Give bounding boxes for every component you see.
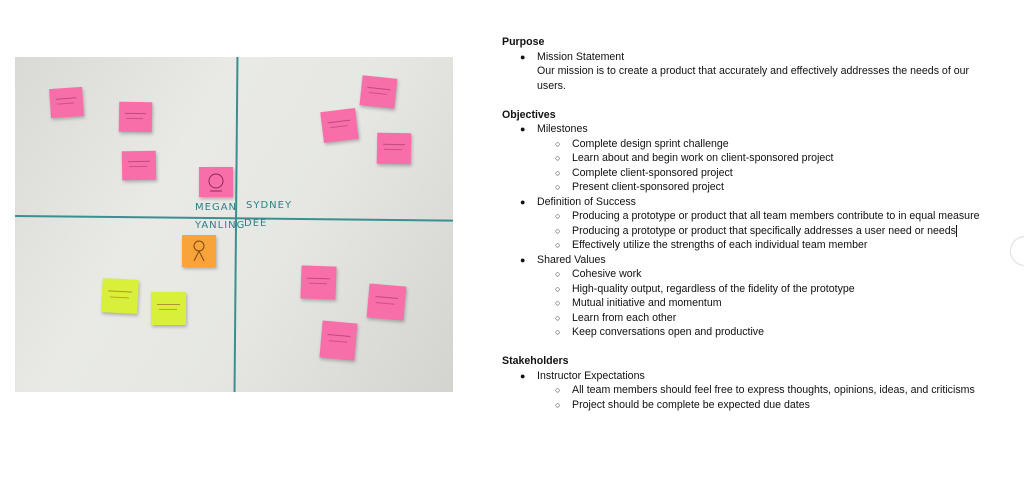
sub-list-item: ○ Complete client-sponsored project	[502, 166, 982, 181]
circle-bullet-icon: ○	[555, 385, 561, 395]
sub-list-item: ○ Cohesive work	[502, 267, 982, 282]
board-name-sydney: SYDNEY	[246, 200, 293, 211]
mission-statement-text: Our mission is to create a product that …	[537, 65, 970, 92]
sub-item-text: All team members should feel free to exp…	[572, 384, 975, 396]
section-title: Objectives	[502, 108, 556, 121]
sub-list-item: ○ Keep conversations open and productive	[502, 325, 982, 340]
sub-list-item: ○ Present client-sponsored project	[502, 180, 982, 195]
sub-item-text: Producing a prototype or product that al…	[572, 210, 980, 222]
section-stakeholders: Stakeholders ● Instructor Expectations ○ A…	[502, 354, 982, 412]
board-name-megan: MEGAN	[195, 202, 238, 213]
section-objectives: Objectives ● Milestones ○ Complete design …	[502, 108, 982, 340]
circle-bullet-icon: ○	[555, 153, 561, 163]
sub-list-item: ○ Mutual initiative and momentum	[502, 296, 982, 311]
sticky-note	[121, 150, 157, 181]
sub-list-item: ○ Complete design sprint challenge	[502, 137, 982, 152]
circle-bullet-icon: ○	[555, 167, 561, 178]
sub-item-text: Project should be complete be expected d…	[572, 398, 810, 411]
sub-list-item: ○ Effectively utilize the strengths of ea…	[502, 238, 982, 253]
sticky-note	[376, 132, 412, 165]
purpose-list: ● Mission Statement	[502, 50, 982, 65]
bullet-icon: ●	[520, 124, 526, 134]
sticky-note	[366, 283, 407, 321]
sticky-note	[182, 235, 216, 267]
document-body[interactable]: Purpose ● Mission Statement Our mission i…	[502, 35, 982, 427]
circle-bullet-icon: ○	[555, 312, 561, 323]
sub-list-item: ○ Project should be complete be expected …	[502, 398, 982, 413]
section-title: Stakeholders	[502, 355, 569, 367]
list-item: ● Mission Statement	[502, 50, 982, 65]
sticky-note	[320, 107, 359, 144]
board-name-yanling: YANLING	[195, 220, 246, 231]
objectives-list: ● Milestones ○ Complete design sprint chal…	[502, 122, 982, 340]
circle-bullet-icon: ○	[555, 211, 561, 221]
bullet-icon: ●	[520, 370, 526, 381]
list-item-label: Mission Statement	[537, 50, 625, 63]
sticky-note	[199, 167, 233, 197]
circle-bullet-icon: ○	[555, 182, 561, 192]
section-title: Purpose	[502, 36, 545, 48]
list-item: ● Shared Values	[502, 253, 982, 268]
sub-list-item: ○ Learn about and begin work on client-sp…	[502, 151, 982, 166]
section-purpose: Purpose ● Mission Statement Our mission i…	[502, 35, 982, 93]
sub-item-text: High-quality output, regardless of the f…	[572, 282, 855, 295]
circle-bullet-icon: ○	[555, 399, 561, 410]
sticky-note	[49, 86, 84, 119]
bullet-icon: ●	[520, 51, 526, 62]
list-item: ● Milestones	[502, 122, 982, 137]
circle-bullet-icon: ○	[555, 225, 561, 236]
sticky-note	[118, 101, 153, 133]
circle-bullet-icon: ○	[555, 283, 561, 294]
sub-item-text: Keep conversations open and productive	[572, 326, 764, 338]
sub-item-text: Mutual initiative and momentum	[572, 297, 722, 309]
circle-bullet-icon: ○	[555, 298, 561, 308]
sub-item-text: Learn about and begin work on client-spo…	[572, 152, 834, 164]
list-item-label: Instructor Expectations	[537, 369, 645, 382]
sub-item-text: Complete design sprint challenge	[572, 137, 729, 150]
sub-list-item: ○ Learn from each other	[502, 311, 982, 326]
sub-list-item: ○ High-quality output, regardless of the …	[502, 282, 982, 297]
whiteboard-photo: MEGAN SYDNEY YANLING DEE	[15, 57, 453, 392]
figure-drawing-icon	[193, 240, 205, 262]
list-item-label: Shared Values	[537, 253, 606, 266]
list-item: ● Instructor Expectations	[502, 369, 982, 384]
sub-item-text: Cohesive work	[572, 268, 642, 280]
board-name-dee: DEE	[244, 218, 268, 229]
bullet-icon: ●	[520, 196, 526, 207]
bullet-icon: ●	[520, 254, 526, 265]
sub-list-item: ○ Producing a prototype or product that a…	[502, 209, 982, 224]
circle-bullet-icon: ○	[555, 327, 561, 337]
list-item: ● Definition of Success	[502, 195, 982, 210]
face-drawing-icon	[208, 173, 224, 192]
sticky-note	[359, 75, 398, 109]
circle-bullet-icon: ○	[555, 240, 561, 250]
list-item-label: Milestones	[537, 123, 588, 135]
list-item-label: Definition of Success	[537, 195, 636, 208]
sub-list-item: ○ Producing a prototype or product that s…	[502, 224, 982, 239]
sub-list-item: ○ All team members should feel free to ex…	[502, 383, 982, 398]
stakeholders-list: ● Instructor Expectations ○ All team membe…	[502, 369, 982, 413]
circle-bullet-icon: ○	[555, 269, 561, 279]
sub-item-text: Learn from each other	[572, 311, 677, 324]
sticky-note	[101, 278, 139, 314]
sub-item-text: Producing a prototype or product that sp…	[572, 224, 957, 237]
side-panel-handle[interactable]	[1010, 236, 1024, 266]
sticky-note	[151, 292, 186, 325]
sub-item-text: Present client-sponsored project	[572, 181, 724, 193]
sticky-note	[300, 265, 337, 300]
circle-bullet-icon: ○	[555, 138, 561, 149]
sticky-note	[319, 320, 358, 361]
sub-item-text: Effectively utilize the strengths of eac…	[572, 239, 868, 251]
sub-item-text: Complete client-sponsored project	[572, 166, 733, 179]
